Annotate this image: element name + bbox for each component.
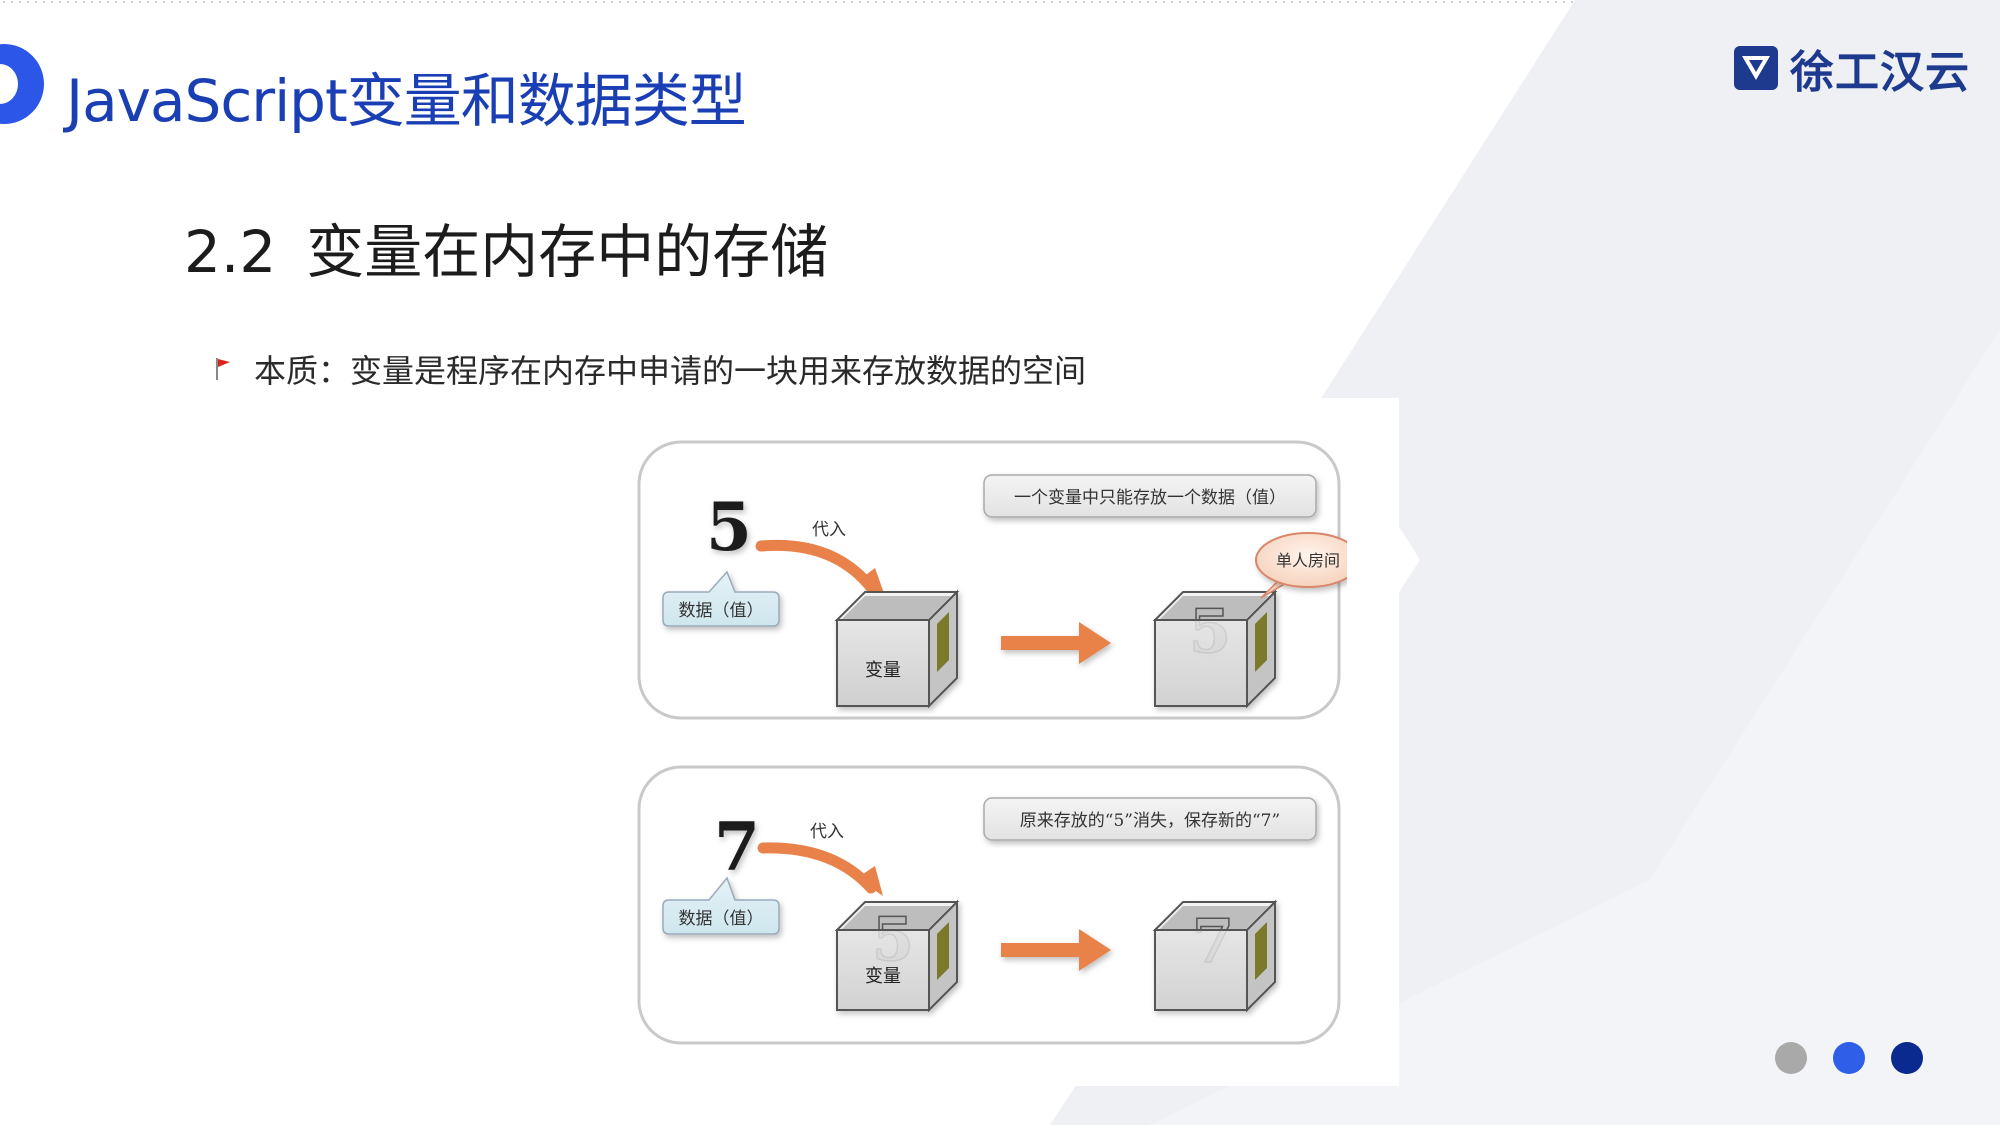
bullet-point: 本质：变量是程序在内存中申请的一块用来存放数据的空间	[214, 346, 1086, 392]
section-number: 2.2	[184, 218, 277, 286]
pagination-dot-1[interactable]	[1775, 1042, 1807, 1074]
top-dotted-border	[0, 0, 2000, 4]
diagram-panel-1: 5 数据（值） 代入 变量 一个变量中只能存放一个数据（值） 5	[637, 440, 1347, 720]
diagram-panel-2: 7 数据（值） 代入 5 变量 原来存放的“5”消失，保存新的“7”	[637, 765, 1341, 1045]
panel1-curved-arrow-head	[859, 568, 885, 596]
logo-text: 徐工汉云	[1790, 47, 1970, 98]
panel1-bubble-text: 单人房间	[1276, 551, 1340, 570]
panel1-right-arrow	[1001, 622, 1111, 664]
panel2-number: 7	[714, 808, 760, 886]
panel2-arrow-label: 代入	[810, 822, 844, 842]
panel2-curved-arrow-head	[857, 866, 883, 896]
panel2-variable-box: 5 变量	[834, 899, 960, 1013]
variable-storage-diagram: 5 数据（值） 代入 变量 一个变量中只能存放一个数据（值） 5	[637, 440, 1347, 1045]
panel2-result-box: 7	[1152, 899, 1278, 1013]
panel2-note-text: 原来存放的“5”消失，保存新的“7”	[1020, 811, 1280, 831]
panel1-note: 一个变量中只能存放一个数据（值）	[983, 474, 1317, 518]
bullet-text: 本质：变量是程序在内存中申请的一块用来存放数据的空间	[254, 352, 1087, 390]
panel1-result-box: 5	[1152, 589, 1278, 709]
panel2-data-label: 数据（值）	[662, 876, 780, 935]
red-flag-icon	[216, 358, 230, 380]
logo-icon	[1734, 46, 1778, 90]
panel2-data-label-text: 数据（值）	[679, 909, 764, 929]
pagination-dots	[1775, 1042, 1949, 1074]
panel1-number: 5	[706, 488, 752, 566]
panel2-right-arrow	[1001, 929, 1111, 971]
panel1-note-text: 一个变量中只能存放一个数据（值）	[1014, 488, 1286, 508]
pagination-dot-2[interactable]	[1833, 1042, 1865, 1074]
section-title-text: 变量在内存中的存储	[306, 218, 829, 286]
panel1-arrow-label: 代入	[812, 520, 846, 540]
panel1-bubble: 单人房间	[1255, 532, 1347, 599]
panel2-note: 原来存放的“5”消失，保存新的“7”	[983, 797, 1317, 841]
panel1-data-label-text: 数据（值）	[679, 601, 764, 621]
section-heading: 2.2 变量在内存中的存储	[184, 205, 828, 289]
panel1-box-label: 变量	[865, 660, 901, 681]
page-title: JavaScript变量和数据类型	[66, 67, 747, 135]
panel1-variable-box: 变量	[834, 589, 960, 709]
panel2-box-label: 变量	[865, 966, 901, 987]
panel1-data-label: 数据（值）	[662, 570, 780, 627]
brand-logo: 徐工汉云	[1732, 36, 1970, 100]
pagination-dot-3[interactable]	[1891, 1042, 1923, 1074]
